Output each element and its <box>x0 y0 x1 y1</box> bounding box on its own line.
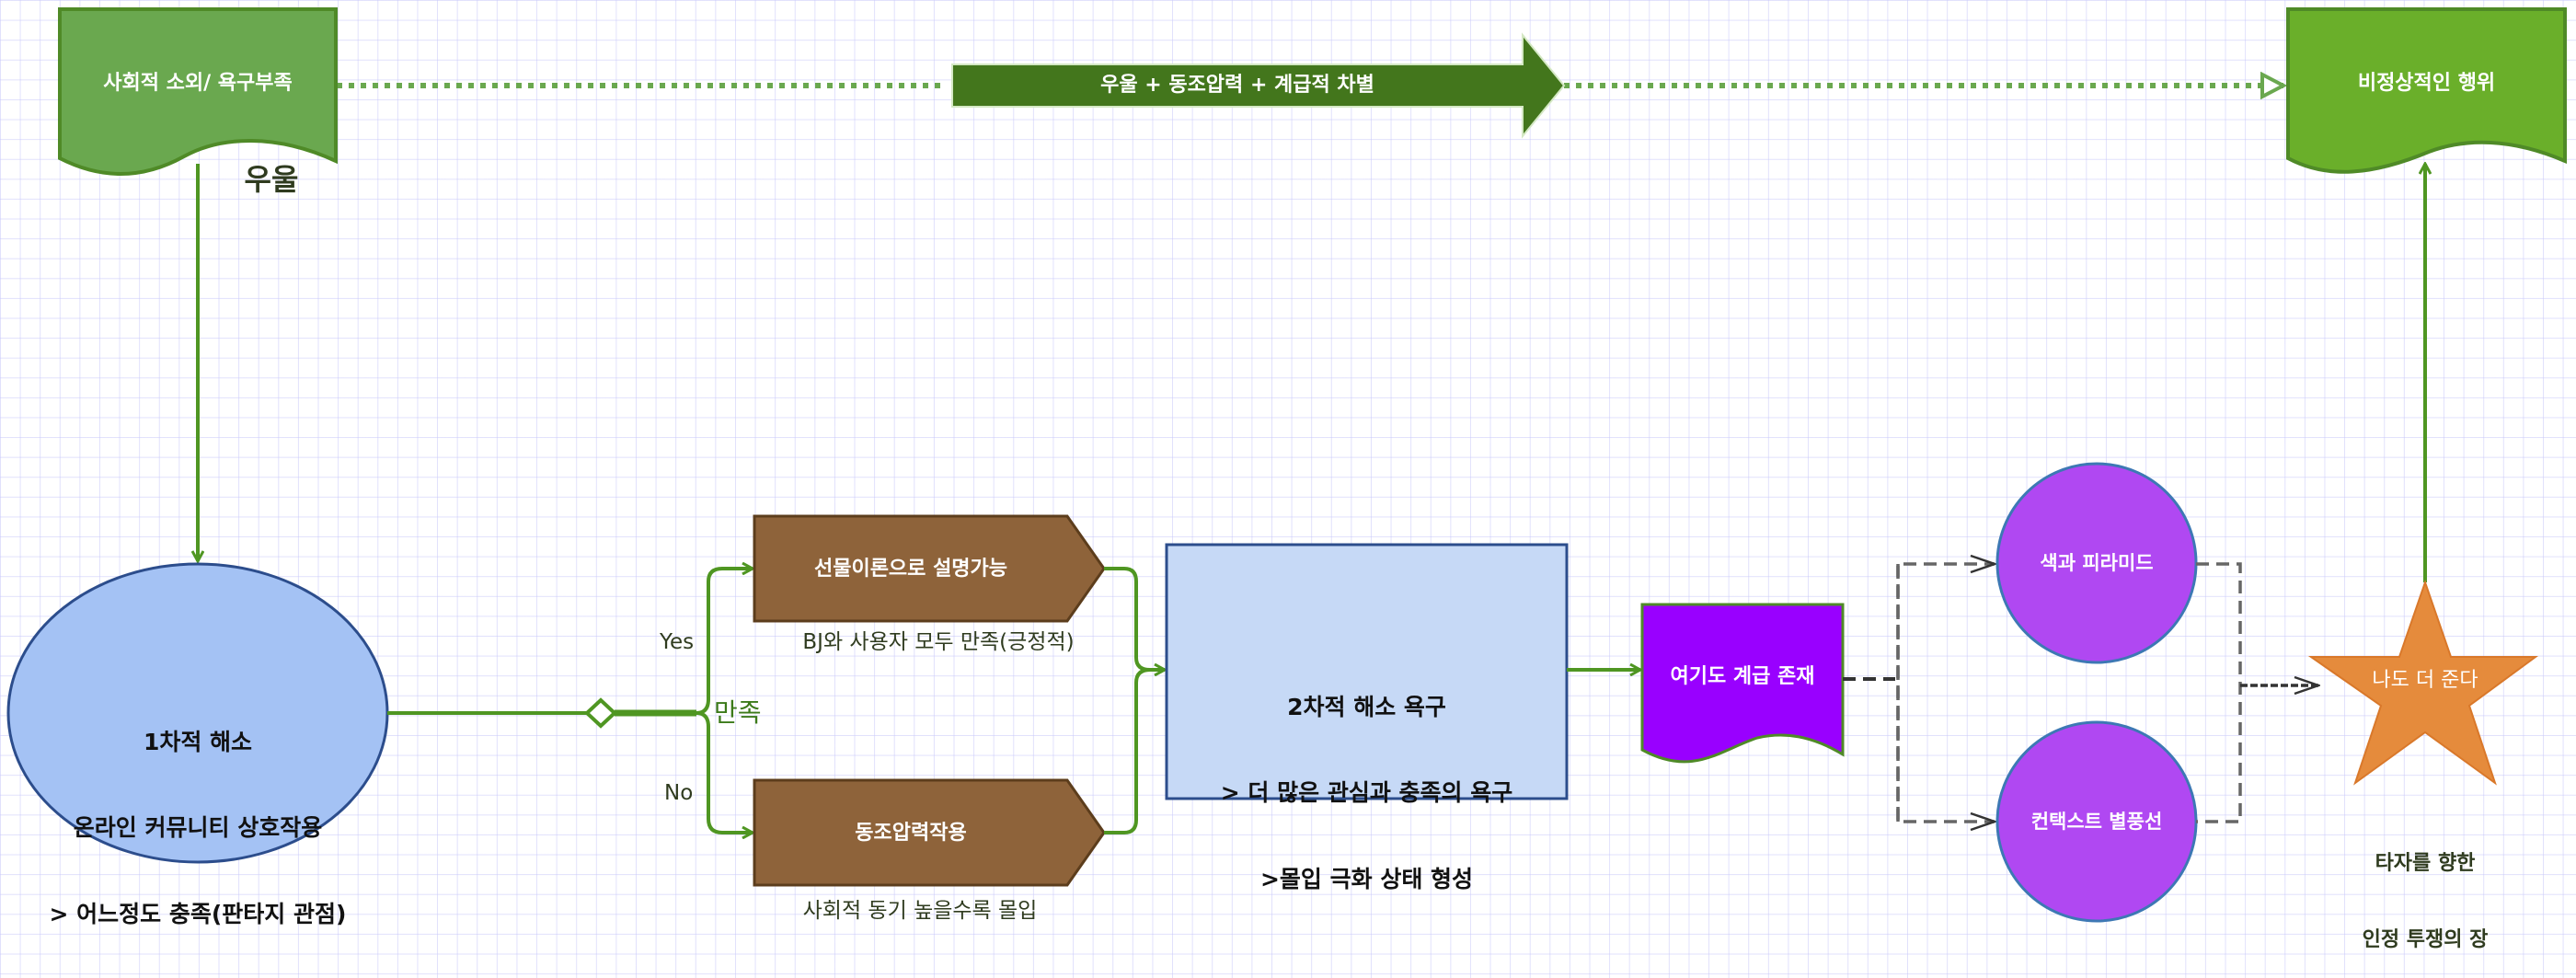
context-balloon-label: 컨택스트 별풍선 <box>2030 811 2163 833</box>
peer-pressure-caption: 사회적 동기 높을수록 몰입 <box>802 899 1038 923</box>
connector-yes-branch <box>696 569 753 715</box>
diagram-canvas <box>6 7 2567 923</box>
first-resolution-line-2: 온라인 커뮤니티 상호작용 <box>73 814 323 842</box>
big-arrow-label: 우울 + 동조압력 + 계급적 차별 <box>1100 74 1374 97</box>
first-resolution-label: 1차적 해소 온라인 커뮤니티 상호작용 > 어느정도 충족(판타지 관점) <box>8 670 387 958</box>
second-resolution-line-2: > 더 많은 관심과 충족의 욕구 <box>1220 779 1513 807</box>
start-document-shape[interactable] <box>58 7 338 176</box>
connector-no-branch <box>696 711 753 833</box>
end-label: 비정상적인 행위 <box>2357 72 2496 95</box>
connector-pressure-to-rect <box>1104 670 1165 834</box>
color-pyramid-label: 색과 피라미드 <box>2040 552 2154 574</box>
peer-pressure-label: 동조압력작용 <box>855 822 967 845</box>
yes-label: Yes <box>660 630 695 654</box>
second-resolution-line-3: >몰입 극화 상태 형성 <box>1259 866 1474 892</box>
first-resolution-line-3: > 어느정도 충족(판타지 관점) <box>49 901 347 927</box>
give-too-label: 나도 더 준다 <box>2372 669 2478 692</box>
dashed-connector-to-pyramid <box>1896 564 1995 822</box>
peer-pressure-shape[interactable] <box>753 778 1106 887</box>
hierarchy-label: 여기도 계급 존재 <box>1670 665 1815 688</box>
gift-theory-shape[interactable] <box>753 514 1106 623</box>
dashed-connector-to-balloon <box>1896 564 1995 822</box>
give-too-star[interactable] <box>2307 579 2539 786</box>
second-resolution-rect[interactable] <box>1165 543 1569 800</box>
dashed-connector-pyramid-out <box>2196 562 2242 823</box>
second-resolution-line-1: 2차적 해소 욕구 <box>1287 693 1446 720</box>
connector-gift-to-rect <box>1104 567 1151 672</box>
decision-label: 만족 <box>714 697 762 728</box>
gift-theory-label: 선물이론으로 설명가능 <box>813 558 1008 581</box>
second-resolution-label: 2차적 해소 욕구 > 더 많은 관심과 충족의 욕구 >몰입 극화 상태 형성 <box>1167 635 1567 923</box>
hierarchy-document-shape[interactable] <box>1640 603 1845 764</box>
give-too-caption: 타자를 향한 인정 투쟁의 장 <box>2333 800 2517 978</box>
end-document-shape[interactable] <box>2286 7 2567 174</box>
start-label: 사회적 소외/ 욕구부족 <box>103 72 293 95</box>
decision-diamond-icon <box>584 697 617 729</box>
gift-theory-caption: BJ와 사용자 모두 만족(긍정적) <box>802 630 1075 654</box>
no-label: No <box>664 781 694 805</box>
big-arrow-shape[interactable] <box>951 32 1566 139</box>
give-too-caption-line-2: 인정 투쟁의 장 <box>2362 927 2489 951</box>
first-resolution-line-1: 1차적 해소 <box>143 728 253 755</box>
give-too-caption-line-1: 타자를 향한 <box>2375 852 2476 875</box>
depression-label: 우울 <box>244 162 299 197</box>
